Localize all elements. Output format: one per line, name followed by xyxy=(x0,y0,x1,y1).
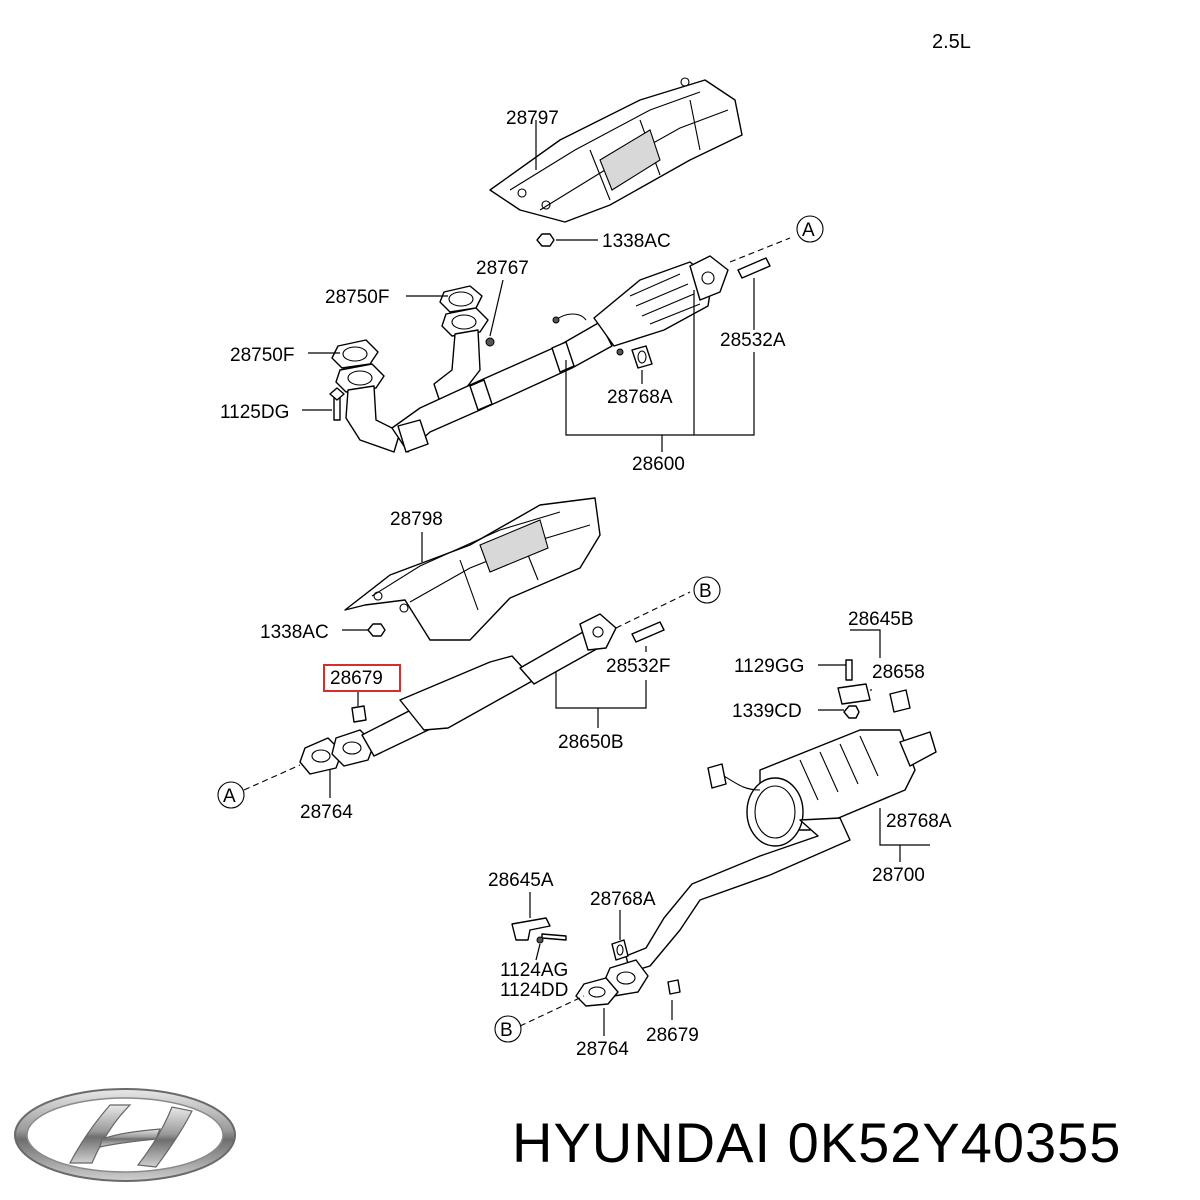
label-1124AG: 1124AG xyxy=(500,960,568,981)
nut-1338AC-top xyxy=(536,233,598,247)
label-28532A: 28532A xyxy=(720,330,786,351)
marker-B-mid: B xyxy=(693,576,721,604)
part-caption: HYUNDAI 0K52Y40355 xyxy=(512,1110,1121,1175)
leaders-bottom xyxy=(529,629,930,1036)
muffler-28700 xyxy=(511,659,937,1027)
front-pipe-28600 xyxy=(329,237,791,453)
label-1338AC-top: 1338AC xyxy=(602,231,671,252)
label-28750F-a: 28750F xyxy=(325,287,389,308)
center-pipe-28650B xyxy=(243,591,691,791)
marker-A-top-label: A xyxy=(802,220,815,241)
label-1339CD: 1339CD xyxy=(732,701,802,722)
label-1125DG: 1125DG xyxy=(220,402,289,423)
engine-label: 2.5L xyxy=(932,31,971,53)
leaders-mid xyxy=(329,532,647,798)
marker-B-bottom-label: B xyxy=(500,1020,513,1041)
nut-1338AC-mid xyxy=(342,623,386,637)
label-28700: 28700 xyxy=(872,865,925,886)
leaders-top xyxy=(302,120,755,452)
label-28767: 28767 xyxy=(476,258,529,279)
label-1124DD: 1124DD xyxy=(500,980,568,1001)
highlight-box-28679 xyxy=(323,664,401,692)
label-28764-mid: 28764 xyxy=(300,802,353,823)
label-1129GG: 1129GG xyxy=(734,656,804,677)
part-number: 0K52Y40355 xyxy=(787,1111,1122,1174)
label-28768A-top: 28768A xyxy=(607,387,673,408)
label-28600: 28600 xyxy=(632,454,685,475)
label-1338AC-mid: 1338AC xyxy=(260,622,329,643)
label-28750F-b: 28750F xyxy=(230,345,294,366)
part-labels: 28797 1338AC 28767 28750F 28750F 1125DG … xyxy=(220,108,952,1060)
hyundai-logo xyxy=(14,1088,236,1182)
label-28645A: 28645A xyxy=(488,870,554,891)
label-28764-low: 28764 xyxy=(576,1039,629,1060)
marker-A-mid: A xyxy=(217,781,245,809)
label-28798: 28798 xyxy=(390,509,443,530)
label-28797: 28797 xyxy=(506,108,559,129)
label-28768A-low: 28768A xyxy=(590,889,656,910)
marker-B-bottom: B xyxy=(494,1015,522,1043)
label-28532F: 28532F xyxy=(606,656,670,677)
label-28658: 28658 xyxy=(872,662,925,683)
label-28650B: 28650B xyxy=(558,732,624,753)
heat-shield-28797 xyxy=(489,77,743,223)
heat-shield-28798 xyxy=(344,497,601,641)
label-28679-boxed: 28679 xyxy=(330,668,383,689)
label-28645B: 28645B xyxy=(848,609,914,630)
marker-B-mid-label: B xyxy=(699,581,712,602)
label-28768A-right: 28768A xyxy=(886,811,952,832)
marker-A-mid-label: A xyxy=(223,786,236,807)
brand-name: HYUNDAI xyxy=(512,1111,772,1174)
label-28679-low: 28679 xyxy=(646,1025,699,1046)
marker-A-top: A xyxy=(796,215,824,243)
